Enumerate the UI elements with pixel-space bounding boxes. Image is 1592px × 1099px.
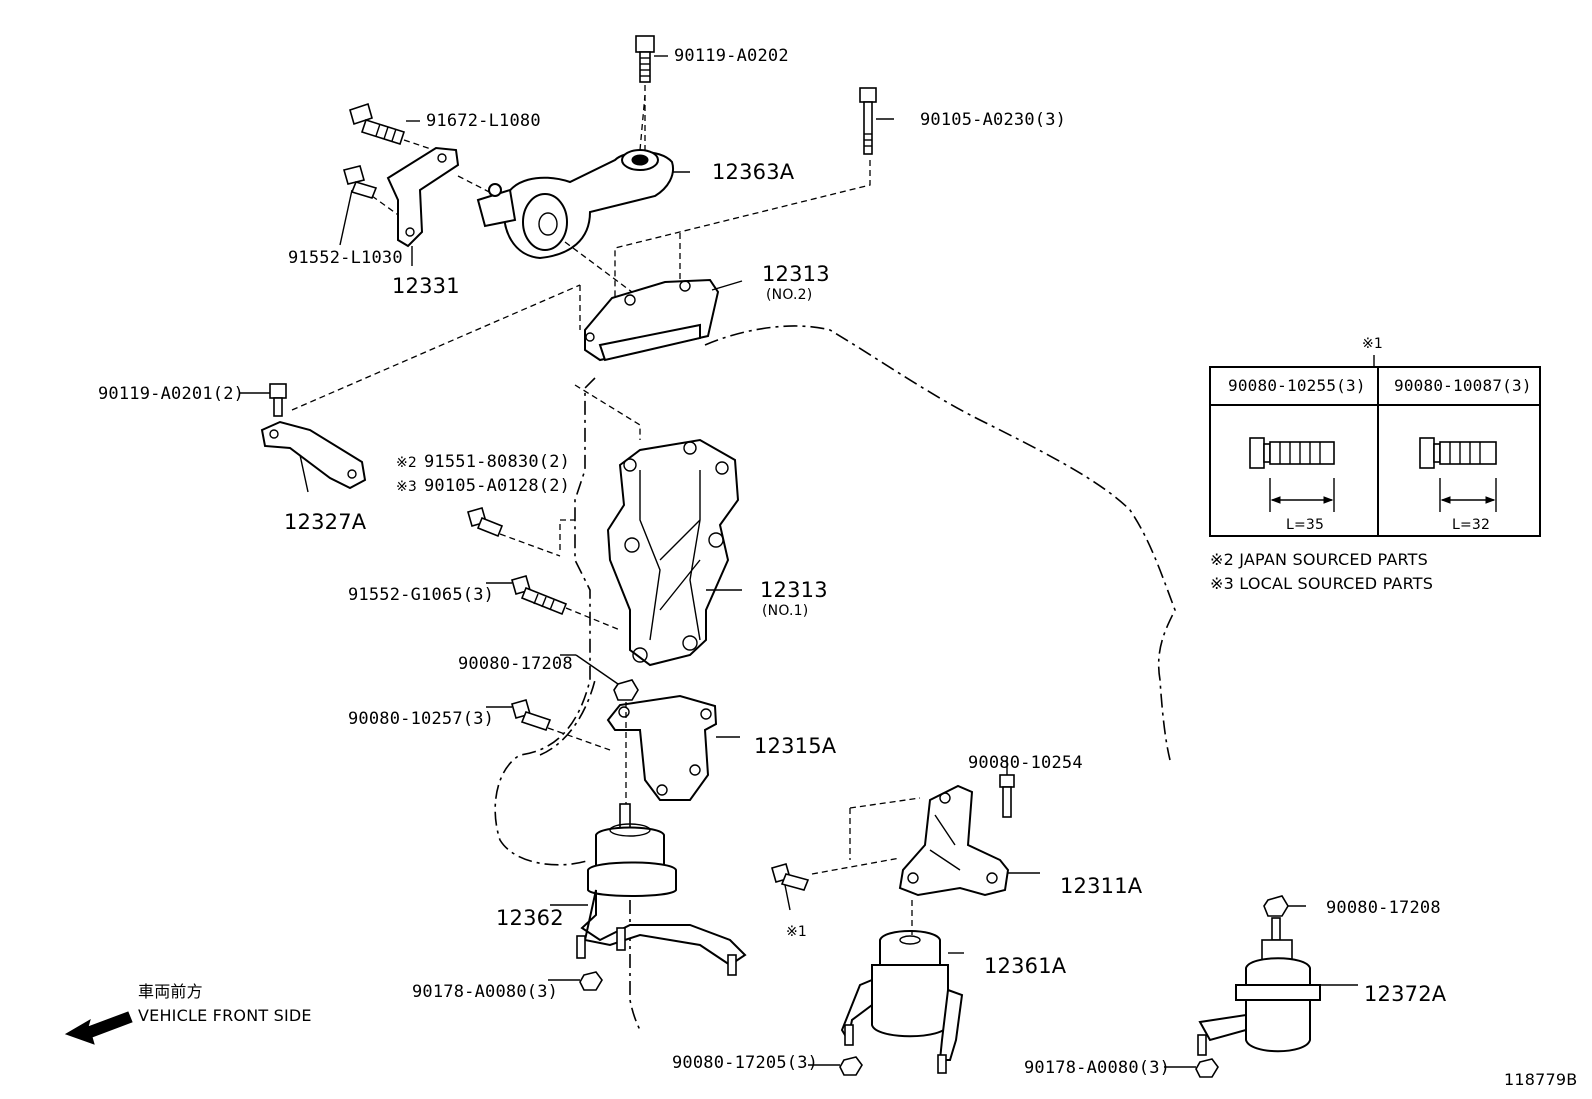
mount-12361a-icon (840, 930, 964, 1074)
bracket-12331-icon (386, 146, 460, 248)
label-12363a: 12363A (712, 160, 795, 184)
mark-japan-sourced: ※2 (396, 455, 418, 471)
bracket-12311a-icon (898, 784, 1010, 897)
label-12362: 12362 (496, 906, 564, 930)
inset-mark: ※1 (1362, 336, 1384, 352)
bolt-90119-a0201-icon (269, 383, 287, 417)
label-91552-g1065: 91552-G1065(3) (348, 585, 495, 605)
note-japan-sourced: ※2 JAPAN SOURCED PARTS (1210, 550, 1429, 569)
label-90119-a0201: 90119-A0201(2) (98, 384, 245, 404)
label-12313-no1-sub: (NO.1) (762, 603, 809, 619)
bolt-91672-l1080-icon (349, 102, 406, 145)
label-12313-no2: 12313 (762, 262, 830, 286)
label-90119-a0202: 90119-A0202 (674, 46, 789, 66)
nut-90080-17205-icon (839, 1056, 863, 1076)
direction-english: VEHICLE FRONT SIDE (138, 1006, 312, 1025)
bracket-12315a-icon (606, 694, 718, 801)
label-91552-l1030: 91552-L1030 (288, 248, 403, 268)
label-12331: 12331 (392, 274, 460, 298)
engine-outline-left (494, 377, 596, 866)
bolt-90080-10255-icon (1249, 437, 1335, 512)
note-local-sourced: ※3 LOCAL SOURCED PARTS (1210, 574, 1434, 593)
brace-12327a-icon (260, 420, 367, 490)
label-12311a: 12311A (1060, 874, 1143, 898)
label-90080-10254: 90080-10254 (968, 753, 1083, 773)
bolt-90080-10257-icon (511, 699, 552, 731)
bracket-12313-no1-icon (606, 438, 740, 667)
mount-12362-icon (576, 803, 747, 976)
torque-rod-12363a-icon (476, 149, 674, 260)
direction-japanese: 車両前方 (138, 982, 203, 1001)
bolt-mark1-icon (771, 863, 810, 891)
label-91551-80830: 91551-80830(2) (424, 452, 571, 472)
inset-col1-header: 90080-10255(3) (1228, 376, 1366, 395)
transmission-outline (539, 679, 641, 1031)
label-90080-17205: 90080-17205(3) (672, 1053, 819, 1073)
bolt-91551-80830-icon (467, 507, 504, 538)
label-12313-no2-sub: (NO.2) (766, 287, 813, 303)
bolt-90119-a0202-icon (635, 35, 655, 83)
engine-outline (704, 325, 1176, 761)
nut-90178-a0080-b-icon (1195, 1058, 1219, 1078)
label-12315a: 12315A (754, 734, 837, 758)
label-12361a: 12361A (984, 954, 1067, 978)
inset-col2-header: 90080-10087(3) (1394, 376, 1532, 395)
bolt-90080-10254-icon (999, 774, 1015, 818)
label-12313-no1: 12313 (760, 578, 828, 602)
label-90105-a0230: 90105-A0230(3) (920, 110, 1067, 130)
inset-table (1209, 355, 1541, 537)
bracket-12313-no2-icon (584, 278, 720, 362)
bolt-90080-10087-icon (1419, 437, 1497, 512)
mark-local-sourced: ※3 (396, 479, 418, 495)
nut-90080-17208-b-icon (1263, 895, 1289, 941)
bolt-90105-a0230-icon (859, 87, 877, 155)
label-91672-l1080: 91672-L1080 (426, 111, 541, 131)
bolt-91552-l1030-icon (343, 165, 378, 199)
label-12327a: 12327A (284, 510, 367, 534)
label-90080-10257: 90080-10257(3) (348, 709, 495, 729)
bolt-91552-g1065-icon (511, 575, 568, 616)
label-90178-a0080-b: 90178-A0080(3) (1024, 1058, 1171, 1078)
inset-col2-length: L=32 (1452, 517, 1491, 533)
figure-id: 118779B (1504, 1070, 1578, 1089)
label-90080-17208-a: 90080-17208 (458, 654, 573, 674)
nut-90178-a0080-icon (579, 971, 603, 991)
vehicle-front-arrow-icon (64, 1011, 133, 1045)
label-12372a: 12372A (1364, 982, 1447, 1006)
mount-12372a-icon (1197, 939, 1321, 1056)
label-90105-a0128: 90105-A0128(2) (424, 476, 571, 496)
label-90080-17208-b: 90080-17208 (1326, 898, 1441, 918)
nut-90080-17208-icon (613, 679, 639, 701)
label-mark1-callout: ※1 (786, 924, 808, 940)
label-90178-a0080-a: 90178-A0080(3) (412, 982, 559, 1002)
inset-col1-length: L=35 (1286, 517, 1325, 533)
